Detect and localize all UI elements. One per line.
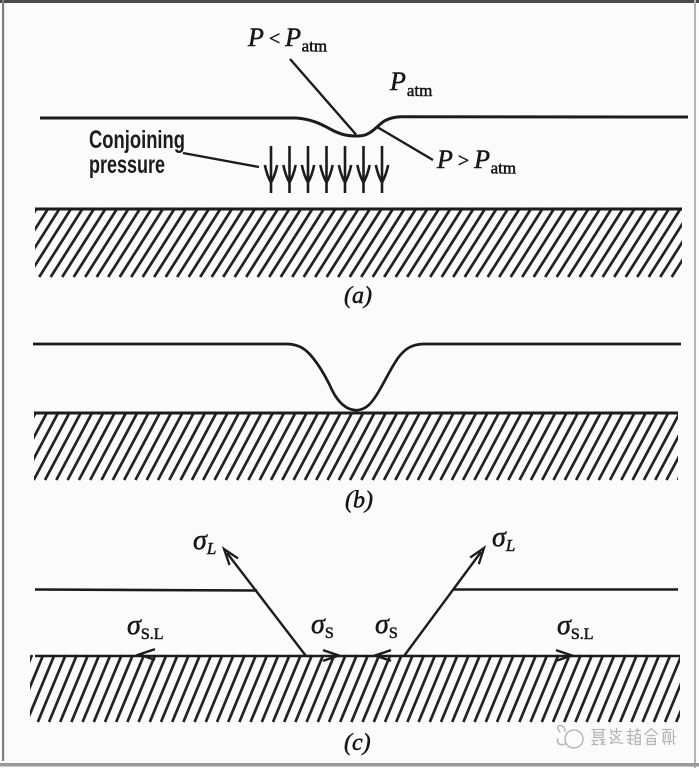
svg-text:pressure: pressure [89,151,165,179]
svg-text:(b): (b) [345,488,373,514]
svg-text:(c): (c) [344,730,371,756]
svg-text:Conjoining: Conjoining [89,126,185,154]
svg-text:(a): (a) [344,283,372,309]
